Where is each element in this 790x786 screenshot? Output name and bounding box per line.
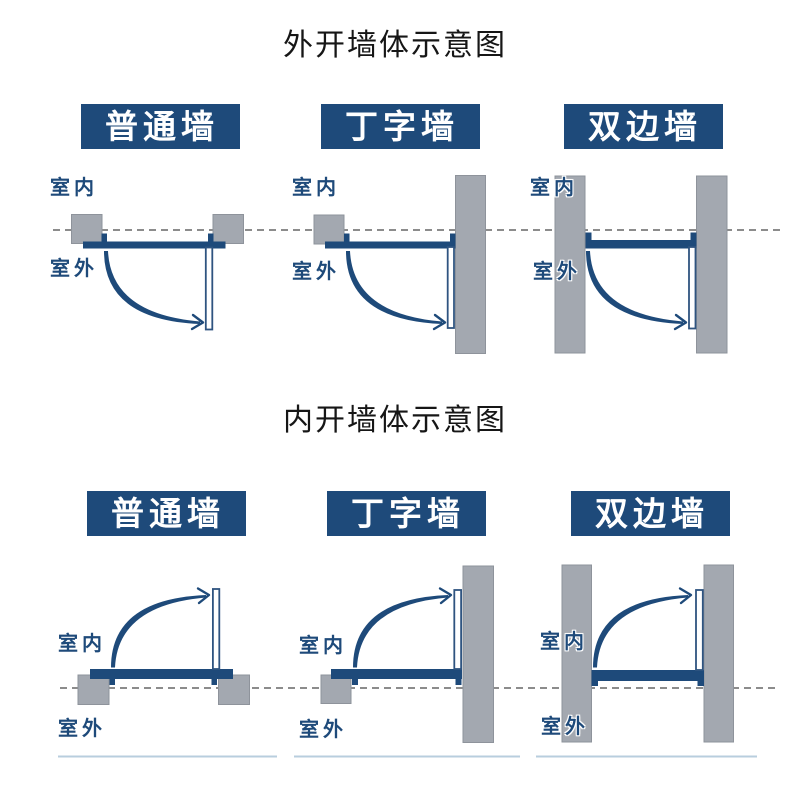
wall-block [696, 175, 728, 354]
door-swing-arrow [586, 251, 688, 331]
diagram-outward-t-wall [313, 175, 486, 354]
door-swing-arrow [353, 587, 453, 668]
panel-title-double-wall: 双边墙 [571, 491, 730, 536]
wall-block [455, 175, 486, 354]
door-leaf [695, 589, 704, 671]
diagram-inward-ordinary-wall [77, 587, 250, 705]
outdoor-label: 室外 [292, 259, 340, 283]
wall-block [554, 175, 586, 354]
wall-block [561, 564, 592, 743]
door-leaf [204, 246, 214, 331]
wall-block [71, 214, 103, 244]
indoor-label: 室内 [292, 175, 340, 199]
door-leaf [446, 246, 455, 329]
section-title-outward: 外开墙体示意图 [283, 28, 507, 63]
indoor-label: 室内 [50, 175, 98, 199]
outdoor-label: 室外 [299, 717, 347, 741]
outdoor-label: 室外 [58, 716, 106, 740]
door-swing-arrow [346, 251, 447, 331]
door-swing-arrow [104, 251, 205, 331]
wall-block [77, 674, 110, 705]
door-frame [83, 233, 226, 249]
panel-title-t-wall: 丁字墙 [321, 104, 480, 149]
door-frame [331, 669, 462, 685]
door-leaf [688, 246, 697, 330]
door-swing-arrow [111, 587, 211, 668]
wall-block [462, 565, 494, 743]
diagram-outward-double-wall [554, 175, 728, 354]
outdoor-label: 室外 [533, 259, 581, 283]
panel-title-ordinary-wall: 普通墙 [87, 491, 246, 536]
door-leaf [453, 589, 462, 670]
indoor-label: 室内 [299, 633, 347, 657]
door-leaf [211, 588, 221, 670]
wall-block [313, 214, 345, 245]
section-title-inward: 内开墙体示意图 [283, 403, 507, 438]
wall-block [320, 674, 352, 704]
wall-block [703, 564, 734, 743]
outdoor-label: 室外 [541, 714, 589, 738]
door-frame [90, 669, 233, 685]
wall-block [218, 674, 250, 705]
diagram-outward-ordinary-wall [71, 214, 244, 331]
door-swing-arrow [593, 587, 693, 668]
door-frame [591, 670, 704, 686]
indoor-label: 室内 [58, 631, 106, 655]
wall-block [212, 214, 244, 244]
diagram-inward-t-wall [320, 565, 494, 743]
panel-title-ordinary-wall: 普通墙 [81, 104, 240, 149]
indoor-label: 室内 [540, 629, 588, 653]
indoor-label: 室内 [530, 175, 578, 199]
panel-title-double-wall: 双边墙 [564, 104, 723, 149]
panel-title-t-wall: 丁字墙 [327, 491, 486, 536]
outdoor-label: 室外 [50, 256, 98, 280]
door-frame [585, 232, 697, 249]
diagram-inward-double-wall [561, 564, 734, 743]
door-frame [325, 233, 456, 249]
